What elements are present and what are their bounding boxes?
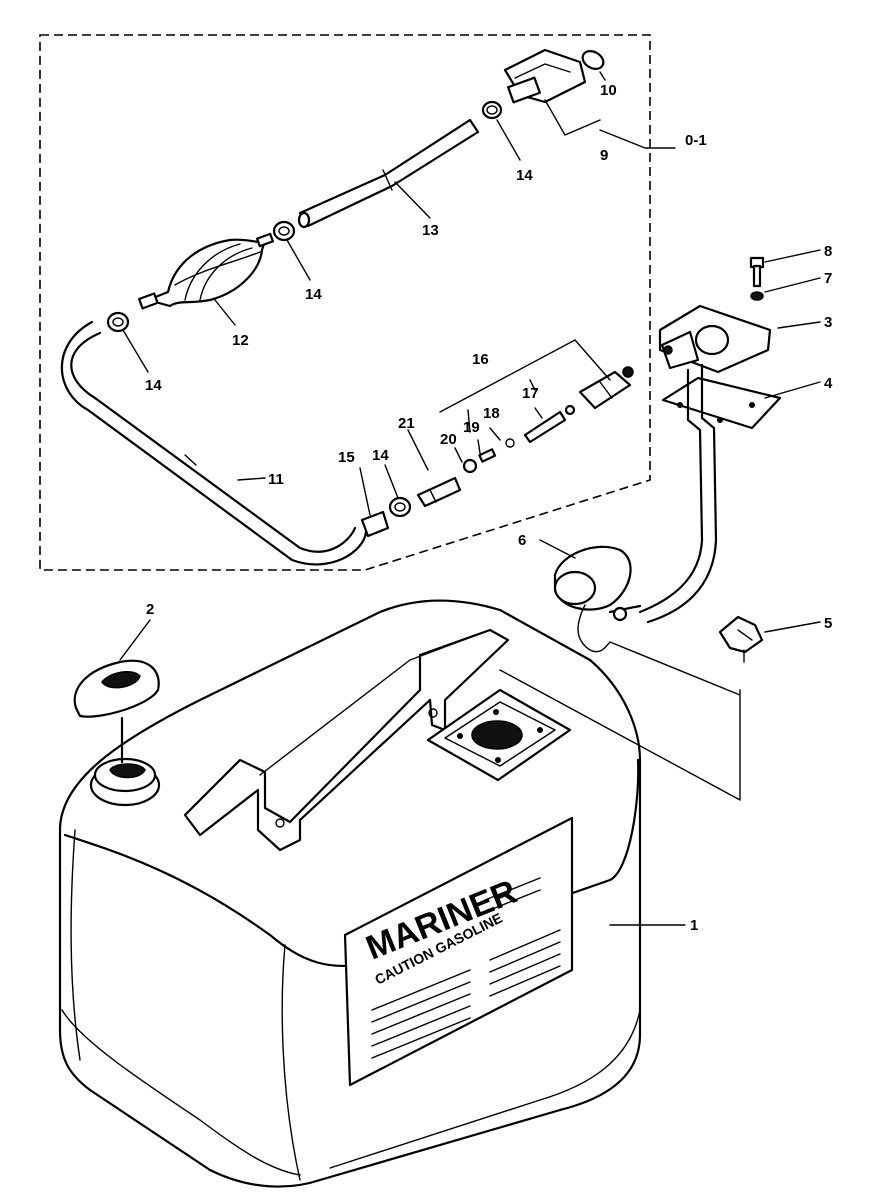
pickup-gasket[interactable] xyxy=(661,376,782,430)
lock-washer[interactable] xyxy=(750,291,764,301)
fuel-hose-lower[interactable] xyxy=(60,320,368,566)
callout-6: 6 xyxy=(518,532,526,549)
valve-spring[interactable] xyxy=(505,438,515,448)
fuel-cap[interactable] xyxy=(73,659,160,764)
callout-14d: 14 xyxy=(372,447,389,464)
float-arm xyxy=(577,604,741,696)
callout-13: 13 xyxy=(422,222,439,239)
callout-5: 5 xyxy=(824,615,832,632)
hose-clamp-middle[interactable] xyxy=(272,220,296,242)
filler-neck xyxy=(89,757,161,807)
callout-2: 2 xyxy=(146,601,154,618)
check-ball[interactable] xyxy=(478,448,497,463)
callout-10: 10 xyxy=(600,82,617,99)
callout-8: 8 xyxy=(824,243,832,260)
callouts: 1 2 3 4 5 6 7 8 9 10 11 12 13 14 14 14 1… xyxy=(145,82,833,934)
pickup-valve[interactable] xyxy=(523,404,576,444)
gauge-bracket[interactable] xyxy=(718,615,764,663)
hose-clamp-connector[interactable] xyxy=(388,496,412,518)
o-ring[interactable] xyxy=(579,48,606,73)
label-fine-print xyxy=(371,877,561,1059)
callout-0-1: 0-1 xyxy=(685,132,707,149)
callout-3: 3 xyxy=(824,314,832,331)
callout-12: 12 xyxy=(232,332,249,349)
callout-9: 9 xyxy=(600,147,608,164)
hose-sleeve[interactable] xyxy=(360,510,390,538)
tank-fitting[interactable] xyxy=(416,476,462,508)
pickup-mount-plate xyxy=(426,688,572,782)
assembly-boundary xyxy=(39,34,651,571)
tank-handle xyxy=(183,628,510,852)
hose-clamp-lower[interactable] xyxy=(106,311,130,333)
primer-bulb[interactable] xyxy=(138,232,275,310)
callout-1: 1 xyxy=(690,917,698,934)
callout-7: 7 xyxy=(824,270,832,287)
callout-4: 4 xyxy=(824,375,833,392)
callout-11: 11 xyxy=(268,471,284,488)
callout-17: 17 xyxy=(522,385,539,402)
leader-lines xyxy=(119,71,821,926)
fuel-hose-upper[interactable] xyxy=(297,118,480,229)
callout-19: 19 xyxy=(463,419,480,436)
mounting-screw[interactable] xyxy=(749,256,765,288)
callout-20: 20 xyxy=(440,431,457,448)
fuel-gauge-float[interactable] xyxy=(553,545,642,622)
hose-connector[interactable] xyxy=(503,48,587,104)
callout-15: 15 xyxy=(338,449,355,466)
pickup-cover[interactable] xyxy=(658,304,772,374)
pickup-tube xyxy=(638,363,718,624)
callout-21: 21 xyxy=(398,415,415,432)
callout-14b: 14 xyxy=(305,286,322,303)
callout-18: 18 xyxy=(483,405,500,422)
callout-14a: 14 xyxy=(516,167,533,184)
callout-14c: 14 xyxy=(145,377,162,394)
quick-coupler[interactable] xyxy=(578,366,634,410)
hose-clamp-upper[interactable] xyxy=(481,100,503,120)
valve-seat[interactable] xyxy=(462,458,478,474)
callout-16: 16 xyxy=(472,351,489,368)
